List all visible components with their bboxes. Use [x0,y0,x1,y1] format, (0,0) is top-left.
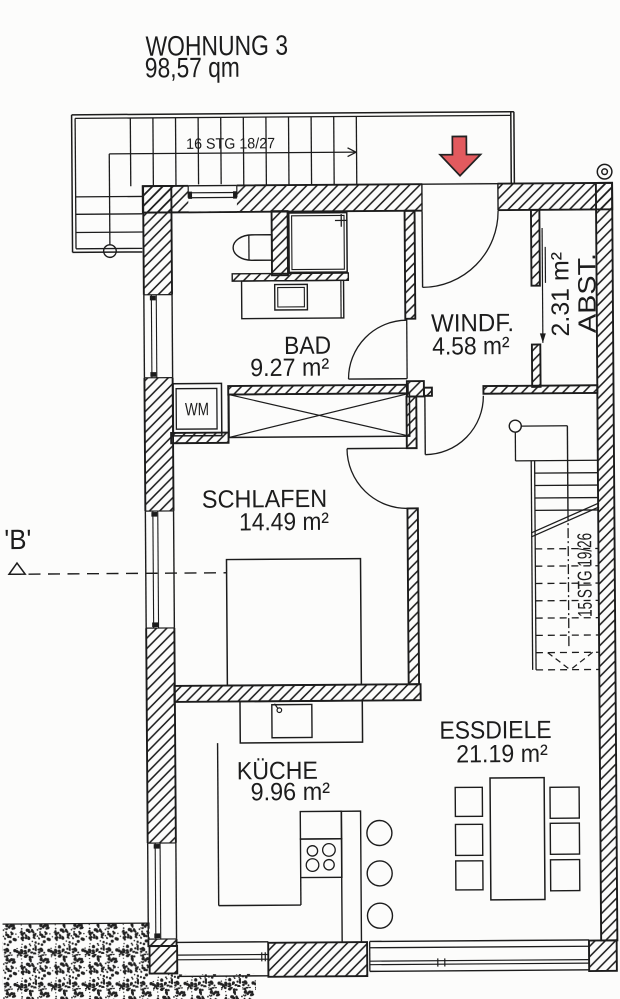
svg-text:ABST.: ABST. [573,253,602,333]
svg-text:ESSDIELE: ESSDIELE [439,716,551,745]
svg-text:9.27 m²: 9.27 m² [250,354,329,383]
svg-text:SCHLAFEN: SCHLAFEN [202,485,327,514]
svg-text:2.31 m²: 2.31 m² [546,252,575,337]
svg-text:WOHNUNG 3: WOHNUNG 3 [145,30,288,62]
svg-text:21.19 m²: 21.19 m² [456,740,548,769]
svg-text:'B': 'B' [4,524,31,555]
svg-text:BAD: BAD [284,332,331,360]
svg-text:15 STG 19/26: 15 STG 19/26 [574,533,597,617]
svg-text:14.49 m²: 14.49 m² [239,508,329,537]
svg-text:WM: WM [185,399,209,419]
svg-text:9.96 m²: 9.96 m² [250,778,330,807]
svg-text:16 STG 18/27: 16 STG 18/27 [186,135,275,153]
svg-text:4.58 m²: 4.58 m² [432,332,510,361]
svg-text:98,57 qm: 98,57 qm [145,52,240,84]
svg-text:KÜCHE: KÜCHE [237,757,318,786]
svg-text:WINDF.: WINDF. [431,309,514,338]
